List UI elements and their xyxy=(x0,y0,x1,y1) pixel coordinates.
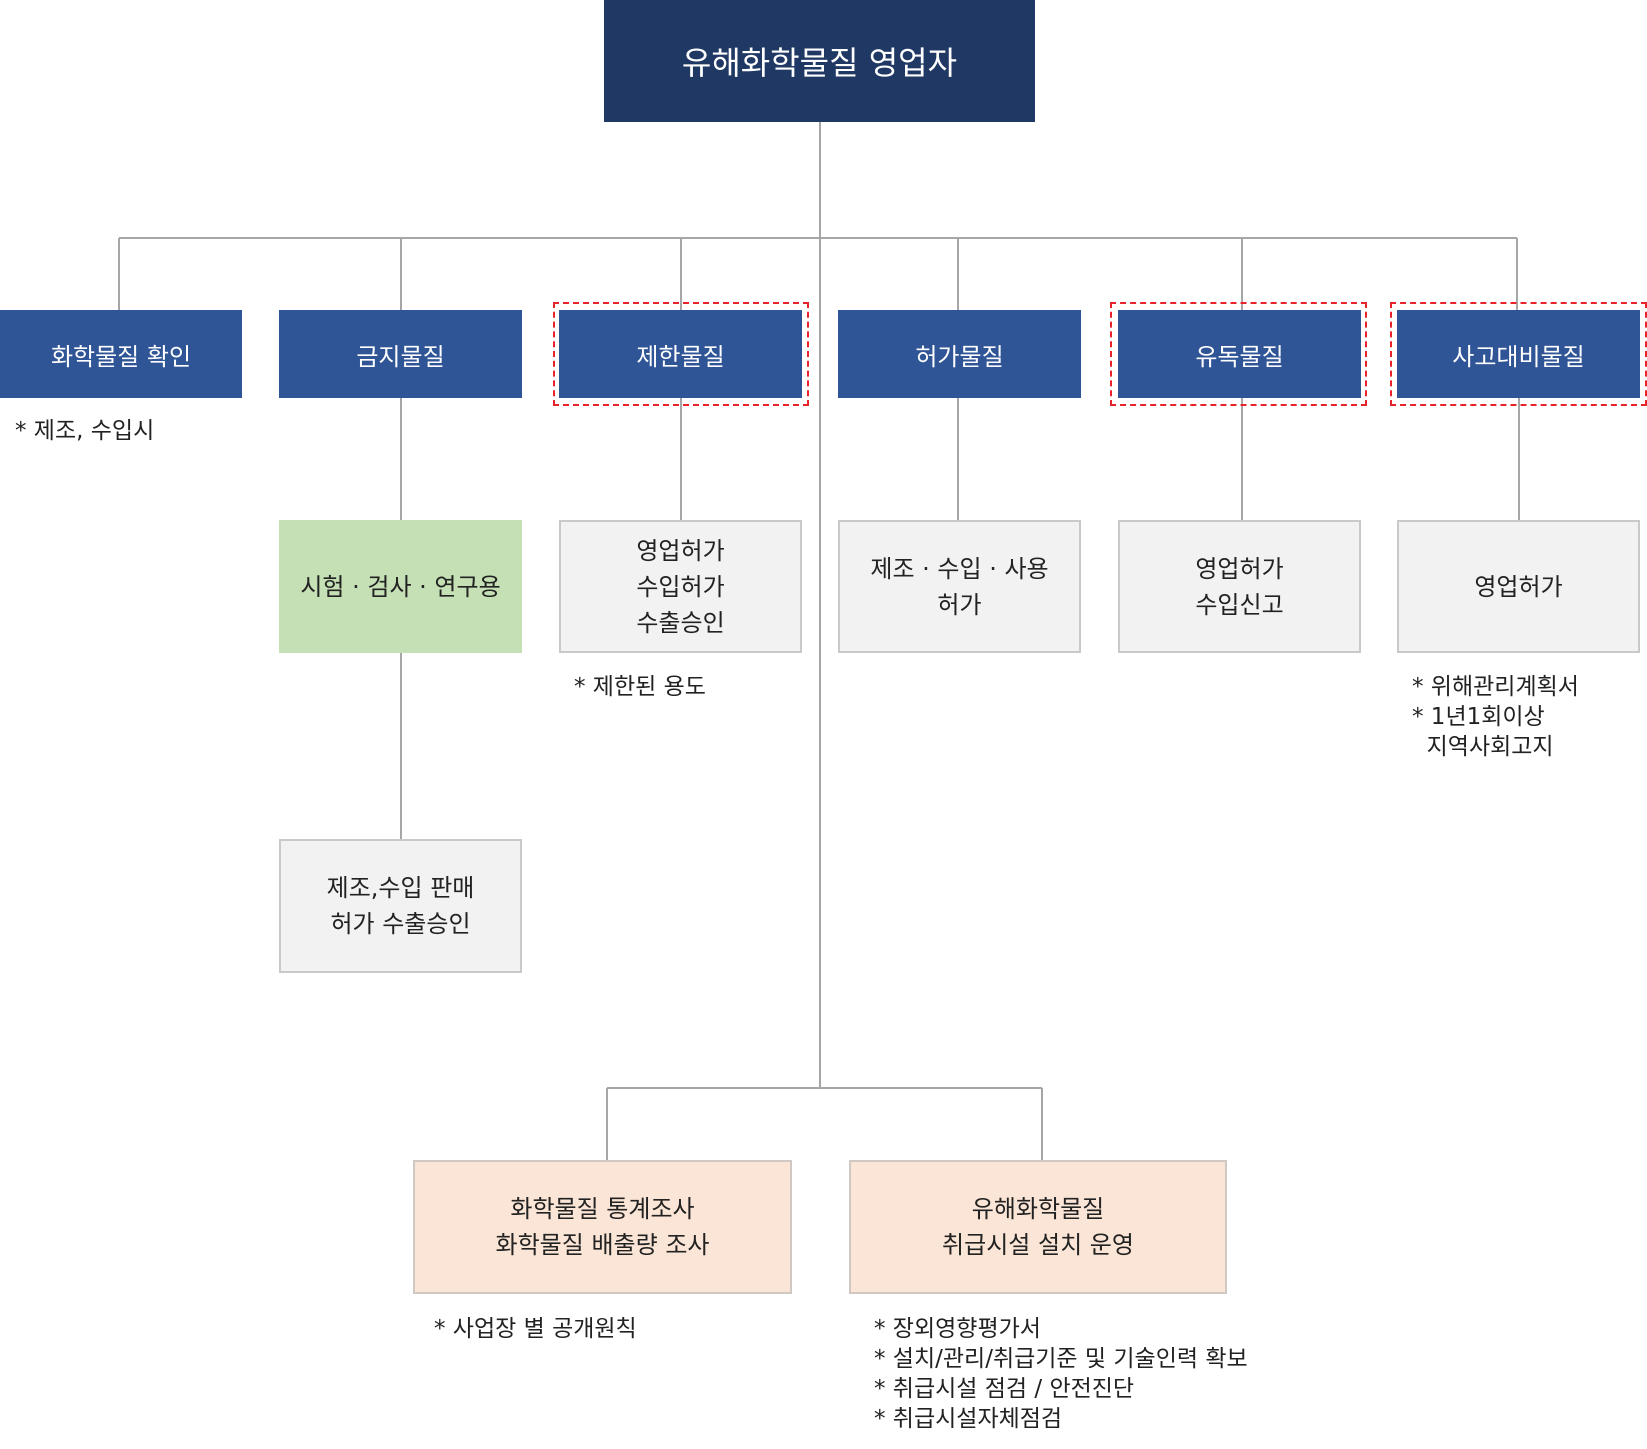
category-accident-prep: 사고대비물질 xyxy=(1397,310,1640,398)
box-line: 유해화학물질 xyxy=(971,1195,1105,1223)
box-prohibited-research: 시험 · 검사 · 연구용 xyxy=(279,520,522,653)
box-line: 수입허가 xyxy=(636,572,725,601)
root-label: 유해화학물질 영업자 xyxy=(681,44,958,82)
category-permitted: 허가물질 xyxy=(838,310,1081,398)
note-chemical-check: * 제조, 수입시 xyxy=(15,416,154,446)
note-line: * 제한된 용도 xyxy=(574,674,706,700)
note-facility: * 장외영향평가서 * 설치/관리/취급기준 및 기술인력 확보 * 취급시설 … xyxy=(874,1314,1248,1434)
box-toxic-permits: 영업허가 수입신고 xyxy=(1118,520,1361,653)
note-line: * 사업장 별 공개원칙 xyxy=(434,1316,637,1342)
box-line: 영업허가 xyxy=(1195,554,1284,583)
category-label: 화학물질 확인 xyxy=(50,342,192,371)
box-accident-permits: 영업허가 xyxy=(1397,520,1640,653)
category-label: 허가물질 xyxy=(915,342,1004,371)
note-accident: * 위해관리계획서 * 1년1회이상 지역사회고지 xyxy=(1412,672,1579,762)
box-line: 화학물질 통계조사 xyxy=(510,1195,695,1223)
category-label: 금지물질 xyxy=(356,342,445,371)
category-chemical-check: 화학물질 확인 xyxy=(0,310,242,398)
highlight-frame-restricted xyxy=(553,302,809,406)
highlight-frame-toxic xyxy=(1110,302,1367,406)
box-line: 화학물질 배출량 조사 xyxy=(495,1231,710,1259)
box-restricted-permits: 영업허가 수입허가 수출승인 xyxy=(559,520,802,653)
box-statistics-survey: 화학물질 통계조사 화학물질 배출량 조사 xyxy=(413,1160,792,1294)
category-restricted: 제한물질 xyxy=(559,310,802,398)
box-permitted-permits: 제조 · 수입 · 사용 허가 xyxy=(838,520,1081,653)
box-line: 영업허가 xyxy=(1474,572,1563,601)
note-line: * 장외영향평가서 xyxy=(874,1316,1041,1342)
note-restricted: * 제한된 용도 xyxy=(574,672,706,702)
highlight-frame-accident xyxy=(1390,302,1647,406)
box-line: 제조 · 수입 · 사용 xyxy=(870,554,1049,583)
note-line: * 취급시설 점검 / 안전진단 xyxy=(874,1376,1135,1402)
note-line: * 위해관리계획서 xyxy=(1412,674,1579,700)
box-prohibited-trade: 제조,수입 판매 허가 수출승인 xyxy=(279,839,522,973)
box-line: 영업허가 xyxy=(636,536,725,565)
note-line: * 제조, 수입시 xyxy=(15,418,155,444)
box-line: 제조,수입 판매 xyxy=(326,874,475,902)
category-toxic: 유독물질 xyxy=(1118,310,1361,398)
box-line: 취급시설 설치 운영 xyxy=(942,1231,1134,1259)
note-statistics: * 사업장 별 공개원칙 xyxy=(434,1314,637,1344)
category-label: 사고대비물질 xyxy=(1452,342,1585,371)
note-line: 지역사회고지 xyxy=(1412,734,1554,760)
category-label: 제한물질 xyxy=(636,342,725,371)
category-label: 유독물질 xyxy=(1195,342,1284,371)
box-facility-operation: 유해화학물질 취급시설 설치 운영 xyxy=(849,1160,1227,1294)
box-line: 시험 · 검사 · 연구용 xyxy=(300,572,501,601)
root-node: 유해화학물질 영업자 xyxy=(604,0,1035,122)
box-line: 허가 xyxy=(937,590,982,619)
box-line: 수입신고 xyxy=(1195,590,1284,619)
category-prohibited: 금지물질 xyxy=(279,310,522,398)
box-line: 허가 수출승인 xyxy=(330,910,471,938)
note-line: * 설치/관리/취급기준 및 기술인력 확보 xyxy=(874,1346,1248,1372)
box-line: 수출승인 xyxy=(636,608,725,637)
note-line: * 1년1회이상 xyxy=(1412,704,1545,730)
note-line: * 취급시설자체점검 xyxy=(874,1406,1063,1432)
